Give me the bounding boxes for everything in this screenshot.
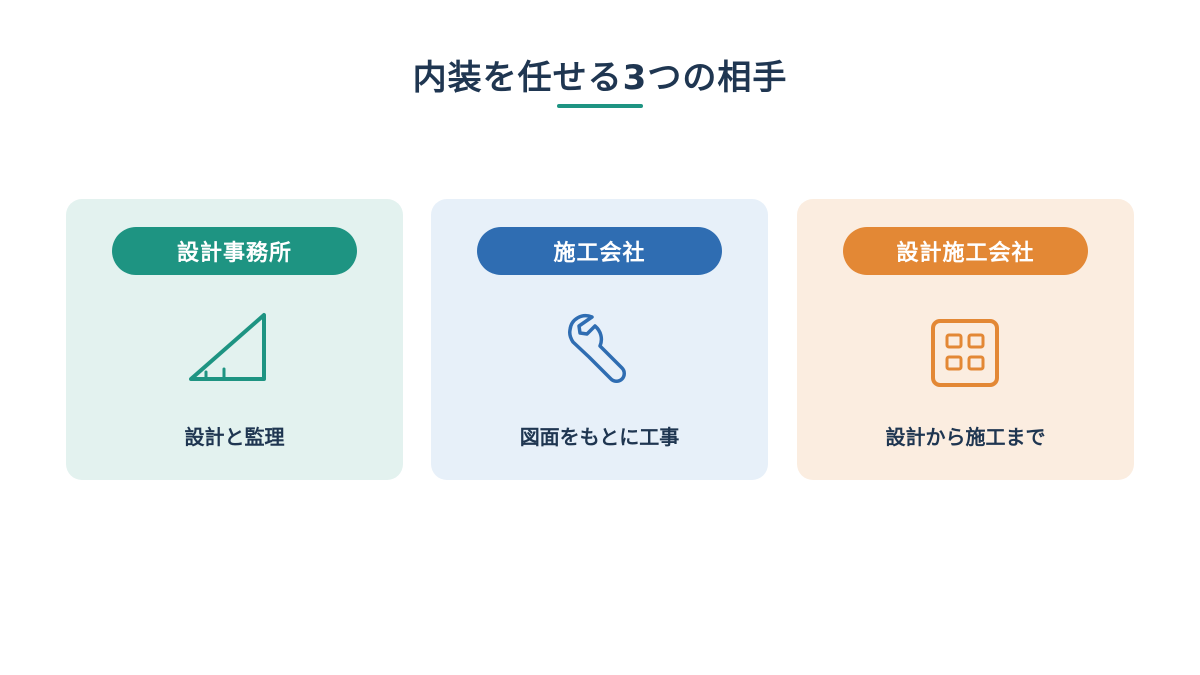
card-label-pill: 設計事務所: [112, 227, 357, 275]
triangle-ruler-icon: [184, 309, 284, 389]
card-label-pill: 施工会社: [477, 227, 722, 275]
card-construction-company: 施工会社 図面をもとに工事: [431, 199, 768, 480]
wrench-icon: [549, 309, 649, 389]
card-design-office: 設計事務所 設計と監理: [66, 199, 403, 480]
card-description: 設計と監理: [184, 425, 285, 449]
page-title: 内装を任せる3つの相手: [412, 58, 788, 98]
card-description: 設計から施工まで: [885, 425, 1046, 449]
card-description: 図面をもとに工事: [519, 425, 680, 449]
title-underline: [557, 104, 643, 108]
card-label-pill: 設計施工会社: [843, 227, 1088, 275]
card-design-build-company: 設計施工会社 設計から施工まで: [797, 199, 1134, 480]
floor-plan-grid-icon: [915, 309, 1015, 389]
